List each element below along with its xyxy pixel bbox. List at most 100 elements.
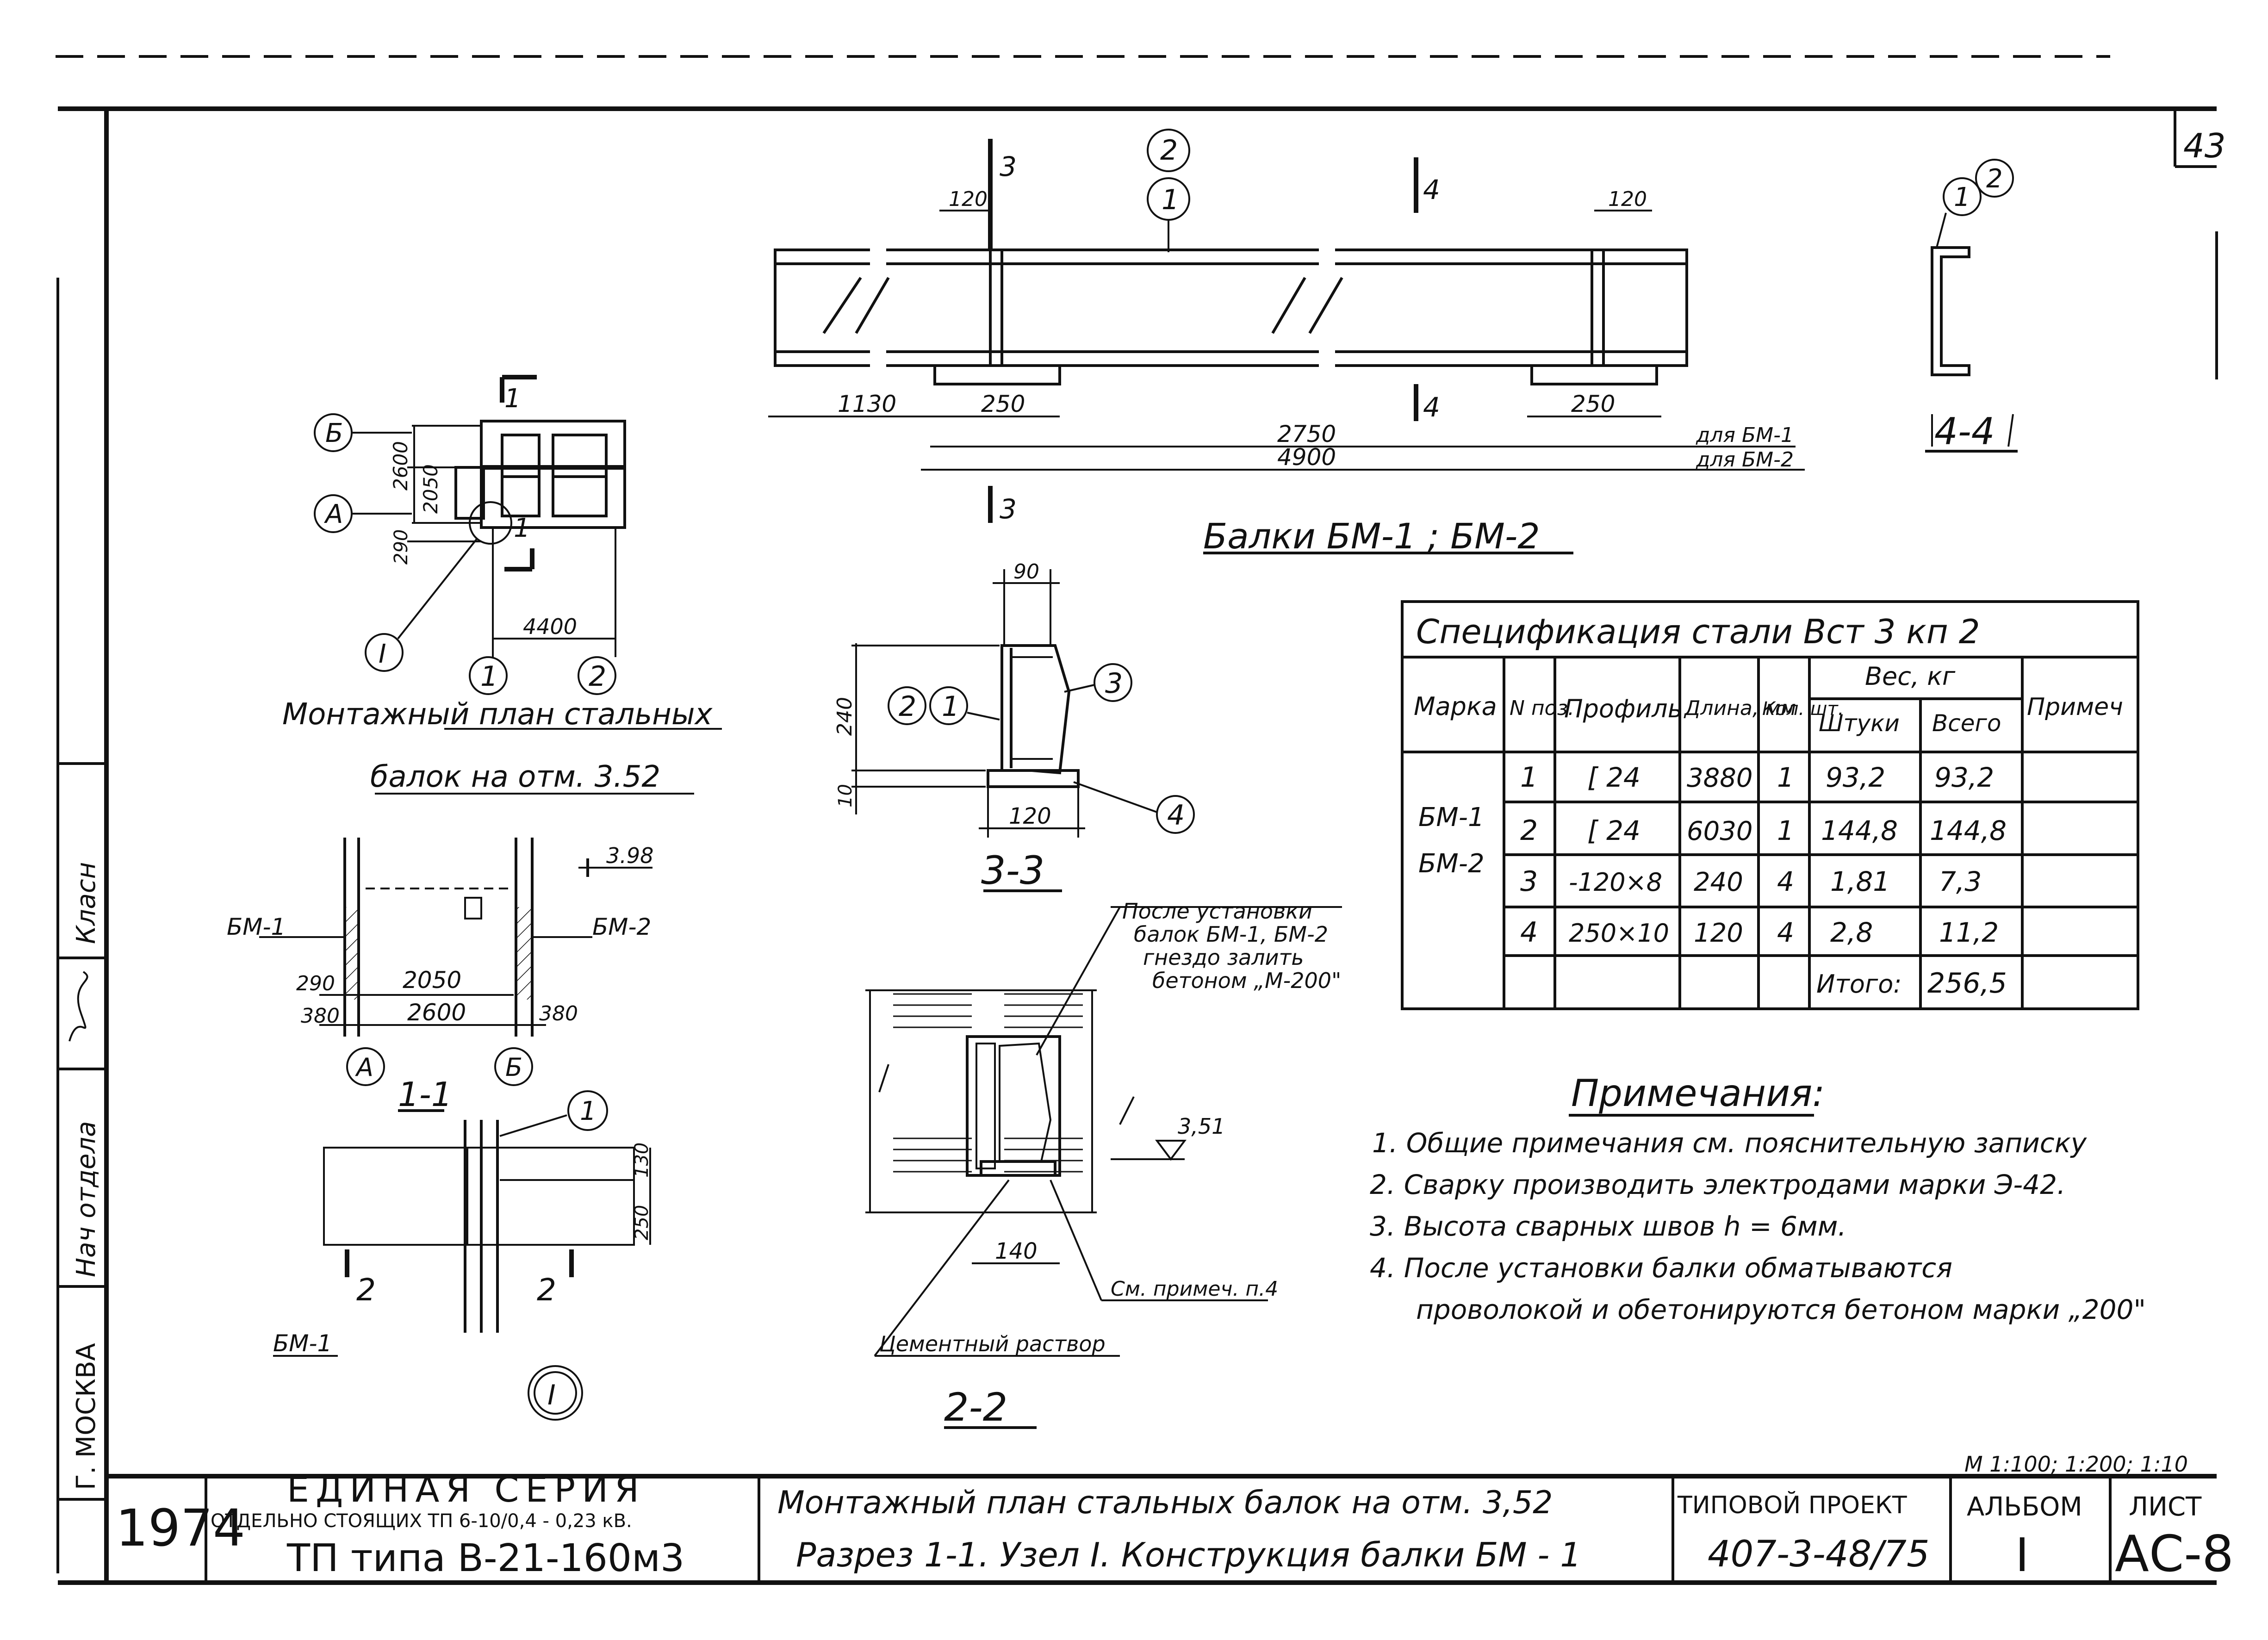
plan-axis-1: 1 — [480, 660, 498, 693]
section-1-1-elev: 3.98 — [606, 843, 653, 868]
spec-header-mark: Марка — [1414, 692, 1497, 721]
note-item: 4. После установки балки обматываются — [1370, 1252, 1952, 1284]
section-2-2-note-2: балок БМ-1, БМ-2 — [1134, 922, 1328, 947]
section-1-1-title: 1-1 — [398, 1075, 453, 1114]
node-I-pos: 1 — [580, 1096, 597, 1126]
section-4-4-title: 4-4 — [1934, 410, 1995, 453]
spec-row-profile: [ 24 — [1587, 762, 1640, 793]
notes-title: Примечания: — [1571, 1072, 1825, 1115]
section-3-3 — [851, 569, 1195, 892]
section-3-3-pos-1: 1 — [942, 690, 959, 723]
section-1-1-dim-380-left: 380 — [301, 1004, 340, 1028]
section-1-1-dim-2600: 2600 — [407, 999, 466, 1026]
series-subtitle: ОТДЕЛЬНО СТОЯЩИХ ТП 6-10/0,4 - 0,23 кВ. — [211, 1510, 632, 1532]
spec-row-piece: 1,81 — [1830, 866, 1890, 897]
beam-dim-250-right: 250 — [1571, 391, 1615, 417]
plan-title-2: балок на отм. 3.52 — [370, 760, 660, 794]
stamp-dept-head: Нач отдела — [71, 1121, 101, 1277]
section-2-2-elev: 3,51 — [1178, 1114, 1225, 1139]
section-2-2-note-3: гнездо залить — [1143, 945, 1304, 970]
beam-for-bm1: для БМ-1 — [1696, 423, 1794, 447]
spec-row-profile: [ 24 — [1587, 815, 1640, 846]
section-1-1 — [259, 838, 652, 1112]
sheet-label: ЛИСТ — [2129, 1492, 2202, 1522]
beam-cut-3-top: 3 — [1000, 151, 1017, 182]
spec-row-pos: 3 — [1520, 865, 1538, 898]
node-I-dim-250: 250 — [631, 1205, 652, 1240]
spec-total-label: Итого: — [1816, 969, 1902, 999]
spec-row-profile: 250×10 — [1569, 919, 1669, 948]
section-2-2-ref: См. примеч. п.4 — [1111, 1277, 1278, 1301]
beam-dim-250-left: 250 — [981, 391, 1025, 417]
beam-dim-1130: 1130 — [838, 391, 896, 417]
spec-row-qty: 4 — [1777, 866, 1794, 897]
beam-cut-4-bottom: 4 — [1423, 391, 1440, 423]
spec-row-total: 11,2 — [1939, 917, 1999, 948]
section-2-2-title: 2-2 — [944, 1385, 1007, 1430]
section-2-2-mortar: Цементный раствор — [879, 1331, 1106, 1356]
section-2-2-note-4: бетоном „М-200" — [1152, 968, 1341, 993]
section-2-2-note-1: После установки — [1122, 899, 1312, 924]
spec-row: 1 [ 24 3880 1 93,2 93,2 — [1520, 761, 1994, 794]
spec-header-profile: Профиль — [1564, 694, 1683, 723]
section-3-3-dim-90: 90 — [1013, 560, 1039, 584]
section-1-1-bm2: БМ-2 — [592, 913, 651, 940]
beam-title: Балки БМ-1 ; БМ-2 — [1203, 516, 1540, 557]
spec-row-length: 6030 — [1687, 816, 1753, 846]
section-2-2-dim-140: 140 — [995, 1238, 1038, 1264]
left-stamp — [56, 278, 106, 1573]
plan-node-I: I — [379, 639, 386, 669]
spec-row-total: 93,2 — [1934, 762, 1994, 793]
section-3-3-pos-3: 3 — [1105, 667, 1123, 700]
section-4-4-pos-1: 1 — [1954, 182, 1970, 212]
beam-dim-120-right: 120 — [1608, 187, 1647, 211]
spec-row: 2 [ 24 6030 1 144,8 144,8 — [1520, 814, 2007, 847]
title-year: 1974 — [116, 1498, 245, 1558]
beam-pos-2: 2 — [1160, 134, 1178, 167]
sheet-code: АС-8 — [2115, 1525, 2234, 1583]
spec-row: 4 250×10 120 4 2,8 11,2 — [1520, 916, 1999, 949]
section-3-3-pos-4: 4 — [1167, 799, 1185, 832]
spec-row-piece: 93,2 — [1826, 762, 1885, 793]
spec-header-weight: Вес, кг — [1865, 662, 1956, 691]
beam-elevation — [768, 129, 1805, 554]
plan-title-1: Монтажный план стальных — [282, 697, 713, 732]
spec-title: Спецификация стали Вст 3 кп 2 — [1416, 612, 1980, 651]
series-type: ТП типа В-21-160м3 — [286, 1536, 684, 1580]
beam-cut-4-top: 4 — [1423, 174, 1440, 205]
plan-axis-b: Б — [325, 418, 343, 448]
beam-dim-120-left: 120 — [949, 187, 988, 211]
beam-for-bm2: для БМ-2 — [1696, 448, 1794, 472]
project-number: 407-3-48/75 — [1708, 1534, 1930, 1575]
spec-header-per-piece: Штуки — [1819, 710, 1900, 737]
node-I-cut-2-right: 2 — [537, 1272, 556, 1308]
sheet-frame — [56, 55, 2218, 1583]
plan-dim-290: 290 — [391, 529, 412, 565]
spec-header-length: Длина, мм — [1684, 696, 1796, 720]
section-2-2 — [865, 906, 1342, 1429]
section-3-3-dim-120: 120 — [1009, 803, 1051, 829]
signature-mark — [68, 971, 88, 1042]
beam-dim-2750: 2750 — [1277, 421, 1336, 447]
section-1-1-dim-290: 290 — [296, 972, 335, 995]
spec-header-note: Примеч — [2027, 693, 2123, 721]
beam-cut-3-bottom: 3 — [1000, 493, 1017, 525]
plan-cut-1-bottom: 1 — [514, 513, 530, 543]
plan-dim-4400: 4400 — [523, 614, 577, 639]
node-I — [273, 1090, 651, 1421]
node-I-title: I — [547, 1379, 556, 1411]
section-1-1-dim-2050: 2050 — [403, 967, 461, 994]
mounting-plan — [314, 375, 722, 795]
spec-row-total: 7,3 — [1939, 866, 1982, 897]
spec-row-pos: 4 — [1520, 916, 1538, 949]
spec-header-total: Всего — [1932, 710, 2001, 737]
note-item: 1. Общие примечания см. пояснительную за… — [1372, 1127, 2087, 1159]
note-item: проволокой и обетонируются бетоном марки… — [1416, 1294, 2146, 1325]
section-1-1-axis-b: Б — [505, 1053, 522, 1082]
album-label: АЛЬБОМ — [1967, 1492, 2082, 1522]
spec-row-qty: 1 — [1777, 815, 1794, 846]
spec-row-qty: 1 — [1777, 762, 1794, 793]
node-I-dim-130: 130 — [631, 1143, 652, 1178]
spec-row: 3 -120×8 240 4 1,81 7,3 — [1520, 865, 1982, 898]
